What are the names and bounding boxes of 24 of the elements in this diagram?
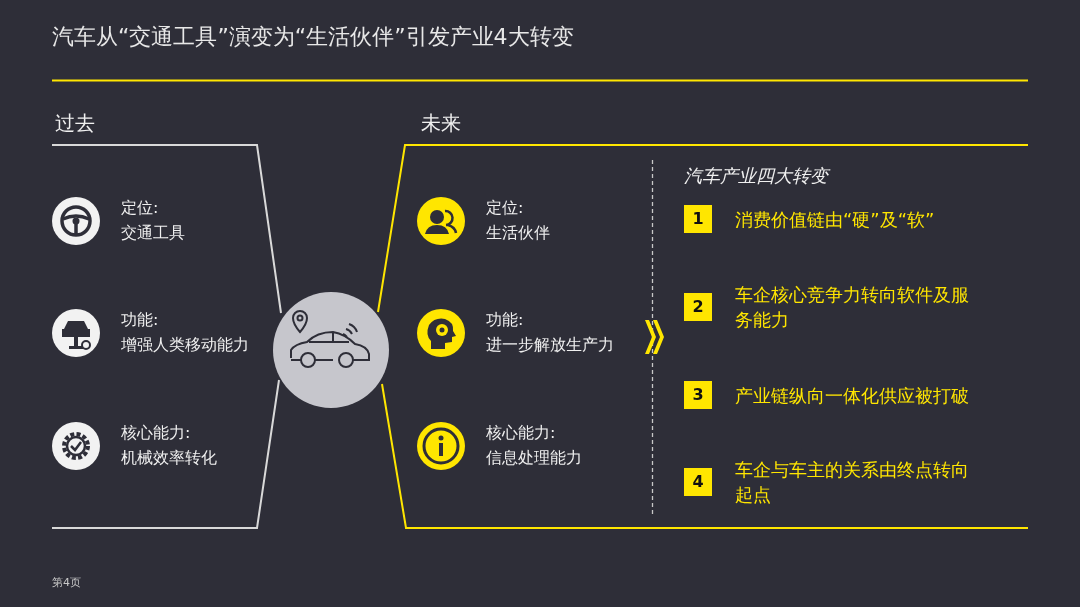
item-heading: 定位: — [486, 197, 524, 219]
number-badge: 4 — [684, 468, 712, 496]
change-text: 车企与车主的关系由终点转向起点 — [735, 458, 970, 507]
item-text: 增强人类移动能力 — [121, 334, 249, 356]
change-text: 消费价值链由“硬”及“软” — [735, 208, 936, 232]
item-text: 交通工具 — [121, 222, 185, 244]
number-badge: 1 — [684, 205, 712, 233]
item-heading: 定位: — [121, 197, 159, 219]
item-heading: 核心能力: — [486, 422, 556, 444]
item-text: 信息处理能力 — [486, 447, 582, 469]
change-text: 车企核心竞争力转向软件及服务能力 — [735, 283, 970, 332]
slide-title: 汽车从“交通工具”演变为“生活伙伴”引发产业4大转变 — [52, 23, 574, 51]
item-heading: 功能: — [121, 309, 159, 331]
item-text: 生活伙伴 — [486, 222, 550, 244]
item-text: 机械效率转化 — [121, 447, 217, 469]
section-heading: 未来 — [421, 110, 461, 137]
item-text: 进一步解放生产力 — [486, 334, 614, 356]
item-heading: 功能: — [486, 309, 524, 331]
number-badge: 2 — [684, 293, 712, 321]
item-heading: 核心能力: — [121, 422, 191, 444]
section-heading: 过去 — [55, 110, 95, 137]
number-badge: 3 — [684, 381, 712, 409]
page-number: 第4页 — [52, 575, 81, 590]
change-text: 产业链纵向一体化供应被打破 — [735, 384, 970, 408]
